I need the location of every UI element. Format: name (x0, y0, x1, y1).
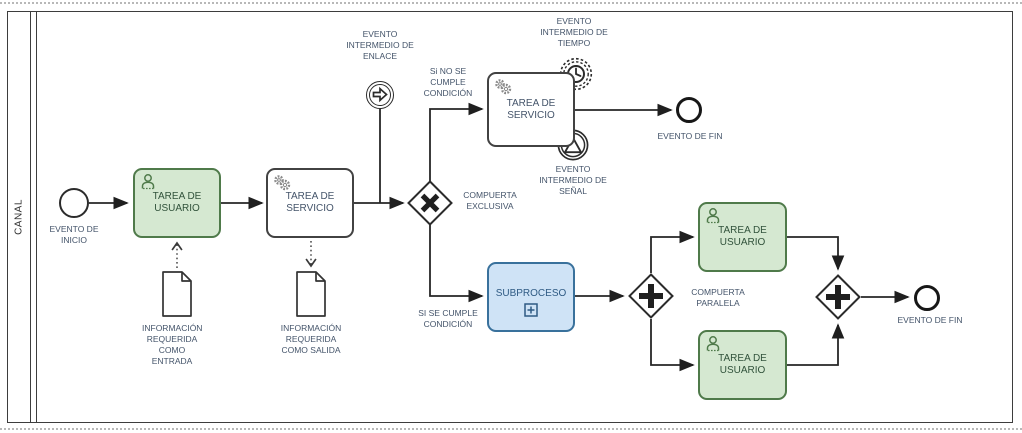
task-label: TAREA DE USUARIO (718, 353, 767, 376)
gear-icon (274, 175, 291, 191)
task-label: TAREA DE SERVICIO (285, 191, 335, 214)
end-event-2 (914, 285, 940, 311)
parallel-gateway-join (815, 274, 861, 320)
task-label: SUBPROCESO (495, 287, 567, 299)
pool-canal: CANAL (7, 11, 1013, 423)
document-icon (162, 271, 192, 317)
exclusive-x-icon (407, 180, 453, 226)
data-object-input (161, 270, 193, 318)
task-label: TAREA DE USUARIO (152, 191, 202, 214)
lane-divider (36, 12, 37, 422)
condition-not-met-label: Si NO SE CUMPLE CONDICIÓN (423, 66, 473, 99)
service-task-1: TAREA DE SERVICIO (266, 168, 354, 238)
link-arrow-icon (372, 86, 388, 103)
start-event (59, 188, 89, 218)
user-icon (141, 174, 155, 190)
exclusive-gateway-label: COMPUERTA EXCLUSIVA (463, 190, 517, 212)
user-icon (706, 208, 720, 224)
link-event-label: EVENTO INTERMEDIO DE ENLACE (346, 29, 414, 62)
user-icon (706, 336, 720, 352)
link-event-inner-ring (368, 83, 392, 107)
link-event (366, 81, 394, 109)
subprocess-plus-icon (524, 302, 538, 317)
condition-met-label: SI SE CUMPLE CONDICIÓN (418, 308, 478, 330)
lane-label: CANAL (13, 199, 25, 235)
user-task-2: TAREA DE USUARIO (698, 202, 787, 272)
data-input-label: INFORMACIÓN REQUERIDA COMO ENTRADA (142, 323, 203, 367)
data-object-output (295, 270, 327, 318)
user-task-3: TAREA DE USUARIO (698, 330, 787, 400)
timer-event-label: EVENTO INTERMEDIO DE TIEMPO (540, 16, 608, 49)
task-label: TAREA DE USUARIO (718, 225, 767, 248)
end-event-1-label: EVENTO DE FIN (657, 131, 723, 141)
parallel-plus-icon (628, 273, 674, 319)
parallel-gateway-label: COMPUERTA PARALELA (691, 287, 745, 309)
end-event-2-label: EVENTO DE FIN (897, 315, 963, 325)
task-label: TAREA DE SERVICIO (506, 97, 556, 121)
user-task-1: TAREA DE USUARIO (133, 168, 221, 238)
parallel-gateway-split (628, 273, 674, 319)
parallel-plus-icon (815, 274, 861, 320)
exclusive-gateway (407, 180, 453, 226)
end-event-1 (676, 97, 702, 123)
document-icon (296, 271, 326, 317)
pool-header: CANAL (8, 12, 31, 422)
gear-icon (495, 79, 512, 95)
page-margin-dotted-top (0, 2, 1022, 4)
service-task-2: TAREA DE SERVICIO (487, 72, 575, 147)
subprocess: SUBPROCESO (487, 262, 575, 332)
data-output-label: INFORMACIÓN REQUERIDA COMO SALIDA (280, 323, 342, 356)
signal-event-label: EVENTO INTERMEDIO DE SEÑAL (539, 164, 607, 197)
start-event-label: EVENTO DE INICIO (49, 224, 99, 246)
page-margin-dotted-bottom (0, 428, 1022, 430)
